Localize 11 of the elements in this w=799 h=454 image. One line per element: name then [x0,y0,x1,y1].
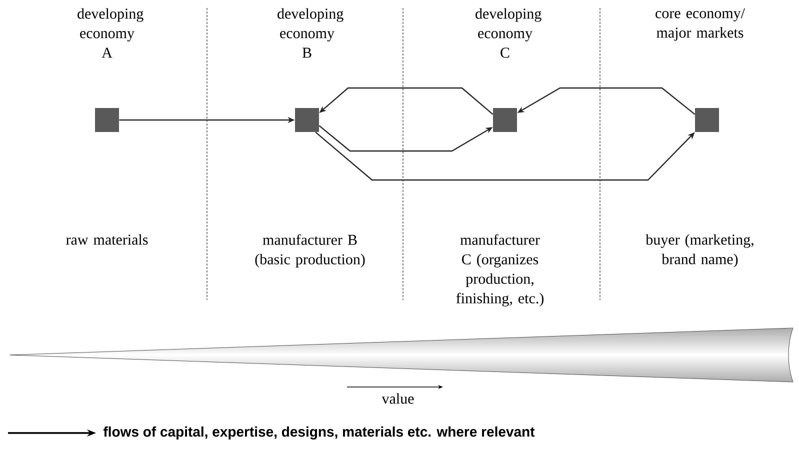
role-label: raw materials [66,234,148,245]
role-label: manufacturer B (basic production) [255,234,365,268]
square [695,108,719,132]
role-label: buyer (marketing, brand name) [646,234,754,268]
square [493,108,517,132]
legend-text: flows of capital, expertise, designs, materials etc. where relevant [103,426,535,440]
axis-label: value [382,393,414,404]
square [95,108,120,132]
role-label: manufacturer C (organizes production, finishing, etc.) [456,234,544,306]
square [295,108,319,132]
column-heading: core economy/ major markets [656,8,745,41]
